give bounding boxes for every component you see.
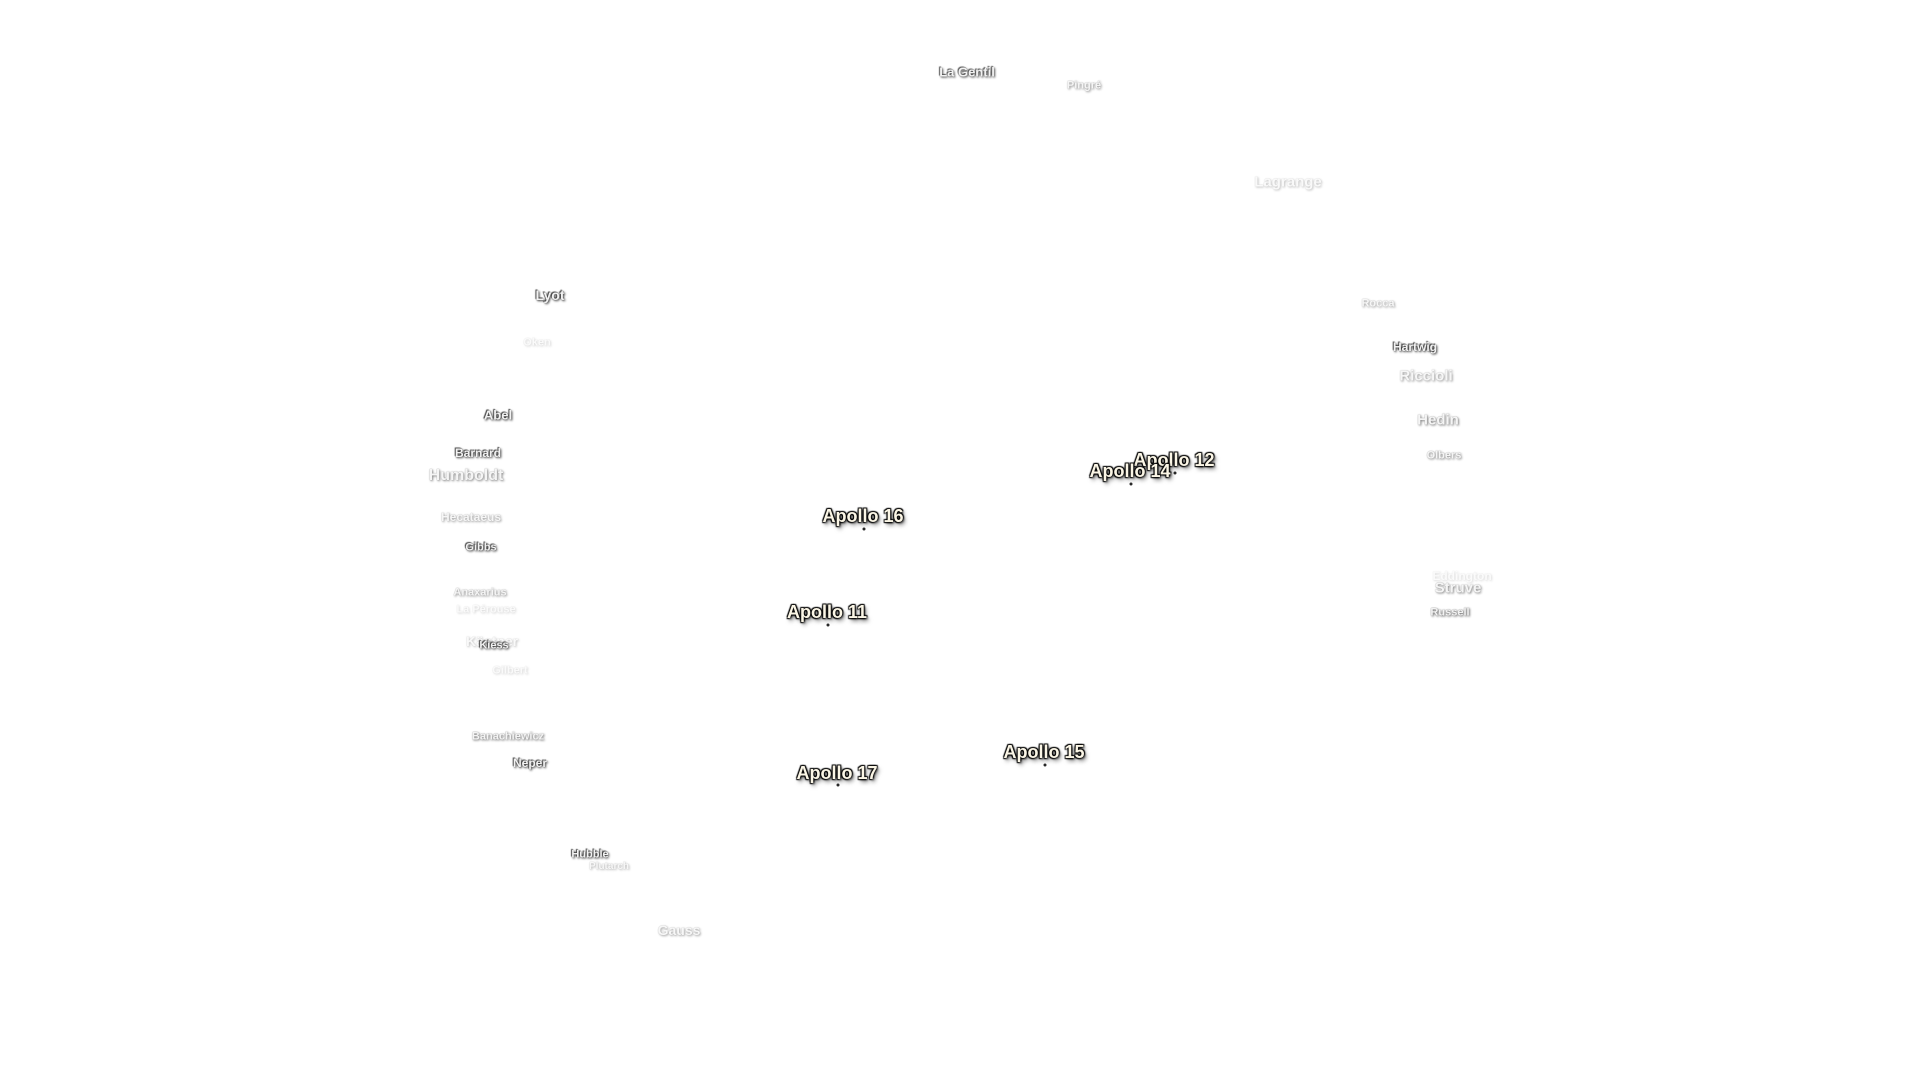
crater-label-la-perouse: La Pérouse: [456, 603, 516, 616]
landing-site-marker-apollo-17[interactable]: [836, 783, 840, 787]
crater-label-struve: Struve: [1434, 579, 1482, 597]
crater-label-olbers: Olbers: [1426, 449, 1462, 462]
crater-label-neper: Neper: [512, 756, 548, 770]
landing-site-marker-apollo-11[interactable]: [826, 623, 830, 627]
crater-label-hecataeus: Hecataeus: [440, 510, 502, 524]
crater-label-gauss: Gauss: [657, 922, 701, 938]
landing-site-label-apollo-17[interactable]: Apollo 17: [796, 763, 878, 783]
crater-label-oken: Oken: [523, 336, 551, 349]
crater-label-barnard: Barnard: [454, 446, 502, 460]
landing-site-marker-apollo-14[interactable]: [1129, 482, 1133, 486]
crater-label-lagrange: Lagrange: [1254, 173, 1322, 191]
crater-label-baraschiewicz: Banachiewicz: [471, 730, 545, 743]
crater-label-kiess: Kiess: [479, 639, 509, 652]
landing-site-label-apollo-12[interactable]: Apollo 12: [1133, 450, 1215, 470]
landing-site-label-apollo-11[interactable]: Apollo 11: [786, 602, 868, 622]
landing-site-marker-apollo-16[interactable]: [862, 527, 866, 531]
crater-label-gilbert: Gilbert: [492, 664, 528, 677]
landing-site-label-apollo-15[interactable]: Apollo 15: [1003, 742, 1085, 762]
crater-label-gibbs: Gibbs: [465, 541, 497, 554]
landing-site-label-apollo-14[interactable]: Apollo 14: [1089, 461, 1171, 481]
crater-label-anaxarius: Anaxarius: [453, 586, 507, 599]
crater-label-hartwig: Hartwig: [1392, 340, 1438, 354]
crater-label-hubble: Hubble: [571, 848, 609, 861]
crater-label-abel: Abel: [483, 407, 513, 423]
crater-label-pingre: Pingré: [1066, 79, 1102, 92]
landing-site-marker-apollo-12[interactable]: [1173, 471, 1177, 475]
landing-site-marker-apollo-15[interactable]: [1043, 763, 1047, 767]
crater-label-la-gentil: La Gentil: [939, 64, 995, 80]
crater-label-hedin: Hedin: [1417, 411, 1459, 429]
crater-label-lyot: Lyot: [535, 287, 565, 303]
crater-label-kastner: Kästner: [465, 633, 519, 649]
landing-site-label-apollo-16[interactable]: Apollo 16: [822, 506, 904, 526]
crater-label-humboldt: Humboldt: [428, 467, 504, 484]
crater-label-plutarch: Plutarch: [588, 861, 630, 872]
crater-label-eddington: Eddington: [1432, 569, 1492, 583]
crater-label-russell: Russell: [1430, 606, 1470, 619]
crater-label-rocca: Rocca: [1361, 297, 1395, 310]
crater-label-riccioli: Riccioli: [1399, 367, 1453, 385]
